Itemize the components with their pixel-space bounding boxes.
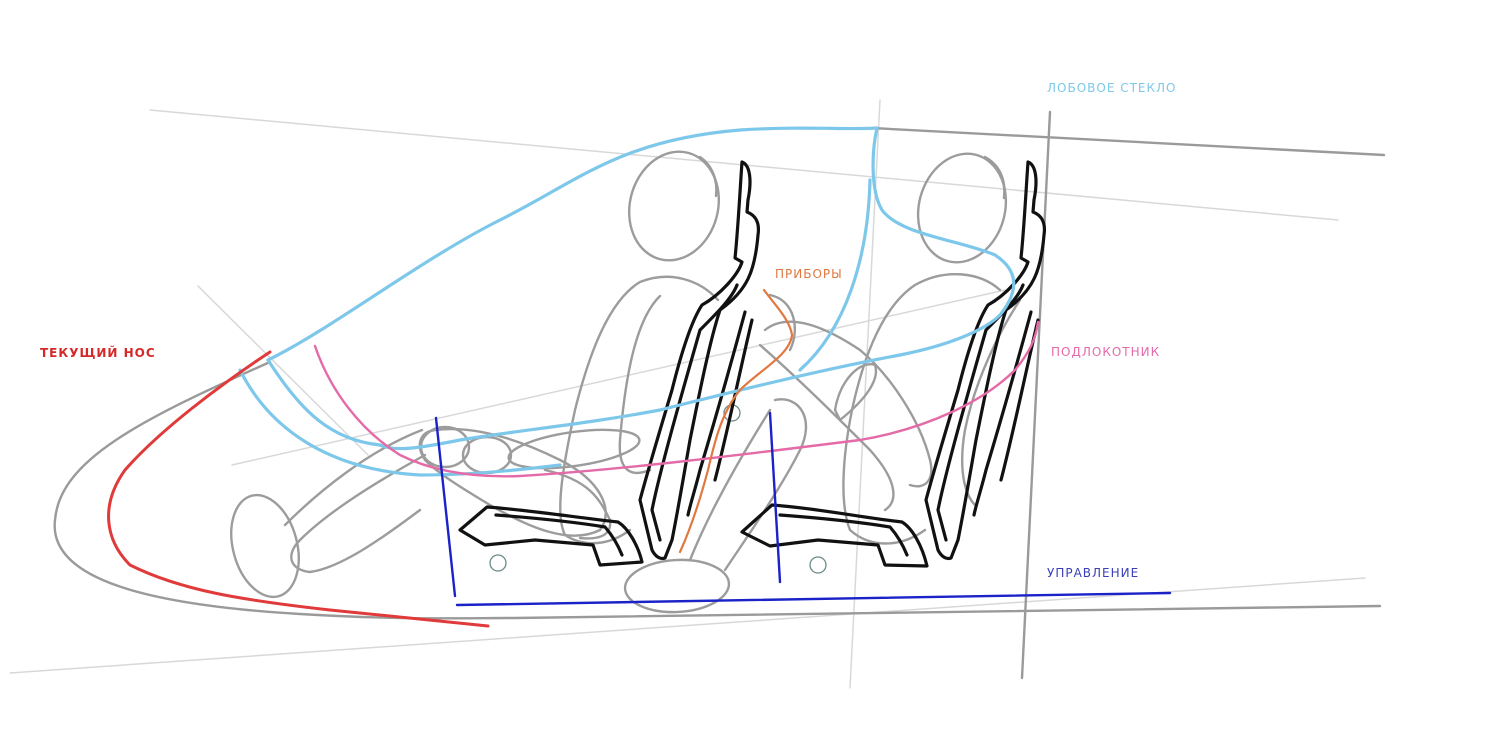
construction-lines bbox=[9, 99, 1366, 689]
current-nose-line bbox=[107, 350, 490, 628]
armrest-label: ПОДЛОКОТНИК bbox=[1051, 345, 1161, 359]
front-head bbox=[916, 152, 1008, 264]
rear-foot bbox=[230, 493, 300, 599]
controls-label: УПРАВЛЕНИЕ bbox=[1047, 566, 1140, 580]
front-seat-cushion bbox=[740, 503, 929, 568]
rear-seat-back bbox=[638, 160, 761, 561]
seats bbox=[458, 160, 1047, 568]
windshield-lines bbox=[238, 126, 1016, 477]
controls-lines bbox=[434, 411, 1172, 607]
armrest-line bbox=[313, 320, 1040, 478]
rear-torso bbox=[559, 275, 720, 545]
rear-knob-icon bbox=[489, 554, 507, 572]
front-seat-back bbox=[924, 160, 1047, 561]
current-nose-label: ТЕКУЩИЙ НОС bbox=[40, 346, 156, 360]
front-foot bbox=[623, 558, 731, 614]
figures bbox=[230, 150, 1022, 614]
rear-head bbox=[627, 150, 721, 262]
windshield-label: ЛОБОВОЕ СТЕКЛО bbox=[1047, 81, 1177, 95]
instruments-line bbox=[678, 288, 794, 554]
rear-seat-cushion bbox=[458, 505, 644, 567]
instruments-label: ПРИБОРЫ bbox=[775, 267, 843, 281]
front-knob-icon bbox=[809, 556, 827, 574]
